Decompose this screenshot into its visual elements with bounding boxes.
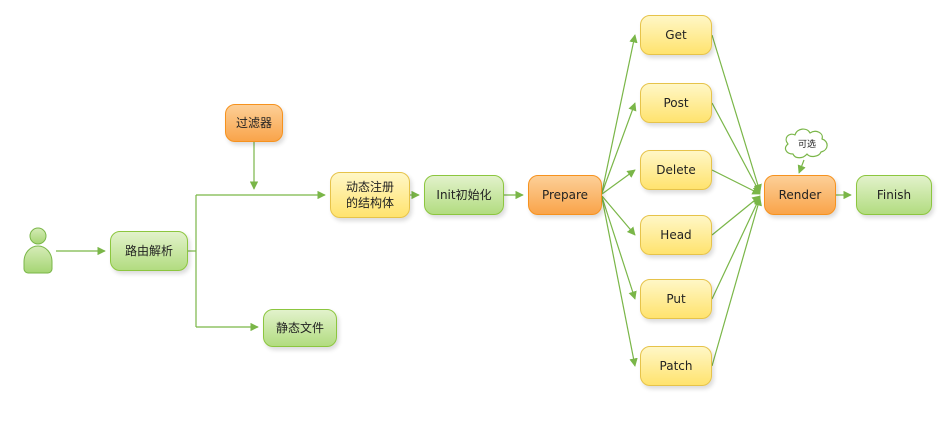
node-finish: Finish <box>856 175 932 215</box>
node-route-parse: 路由解析 <box>110 231 188 271</box>
user-actor-icon <box>20 227 56 275</box>
node-render: Render <box>764 175 836 215</box>
cloud-optional-annotation: 可选 <box>780 124 834 162</box>
node-dynamic-struct: 动态注册 的结构体 <box>330 172 410 218</box>
node-init: Init初始化 <box>424 175 504 215</box>
node-method-delete: Delete <box>640 150 712 190</box>
cloud-optional-label: 可选 <box>797 139 816 150</box>
node-prepare: Prepare <box>528 175 602 215</box>
node-method-head: Head <box>640 215 712 255</box>
node-method-patch: Patch <box>640 346 712 386</box>
node-method-post: Post <box>640 83 712 123</box>
node-method-put: Put <box>640 279 712 319</box>
cloud-icon <box>784 128 828 159</box>
node-method-get: Get <box>640 15 712 55</box>
node-filter: 过滤器 <box>225 104 283 142</box>
node-static-files: 静态文件 <box>263 309 337 347</box>
